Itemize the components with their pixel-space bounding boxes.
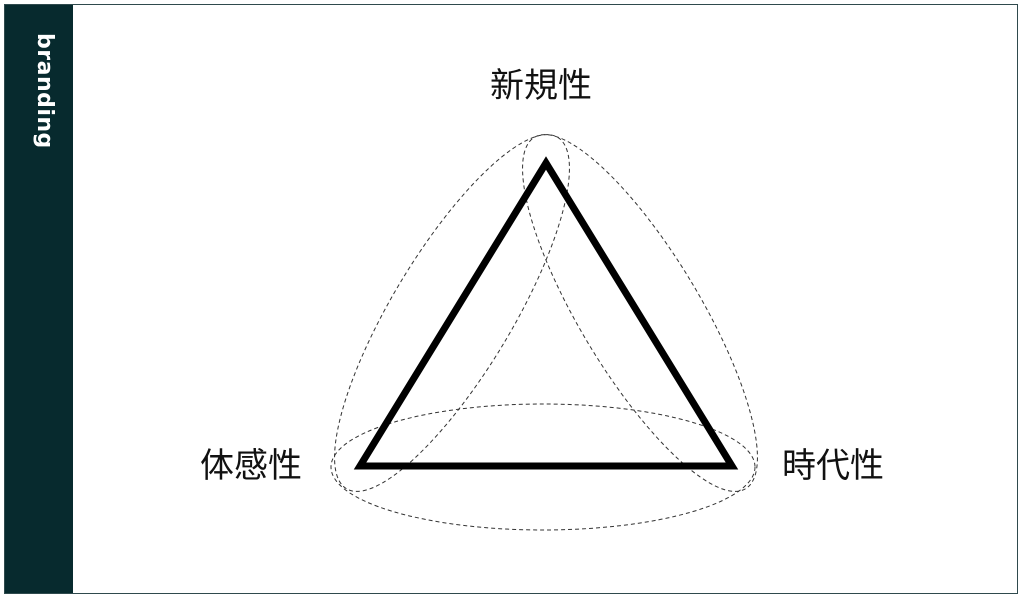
node-label-right: 時代性 <box>782 446 884 486</box>
sidebar-band: branding <box>5 5 73 593</box>
ellipse-bottom <box>330 403 756 531</box>
node-label-top: 新規性 <box>490 66 592 106</box>
ellipse-left <box>334 134 570 492</box>
node-label-left: 体感性 <box>200 446 302 486</box>
slide-frame <box>4 4 1018 594</box>
main-triangle <box>353 156 739 470</box>
ellipse-right <box>522 134 758 492</box>
